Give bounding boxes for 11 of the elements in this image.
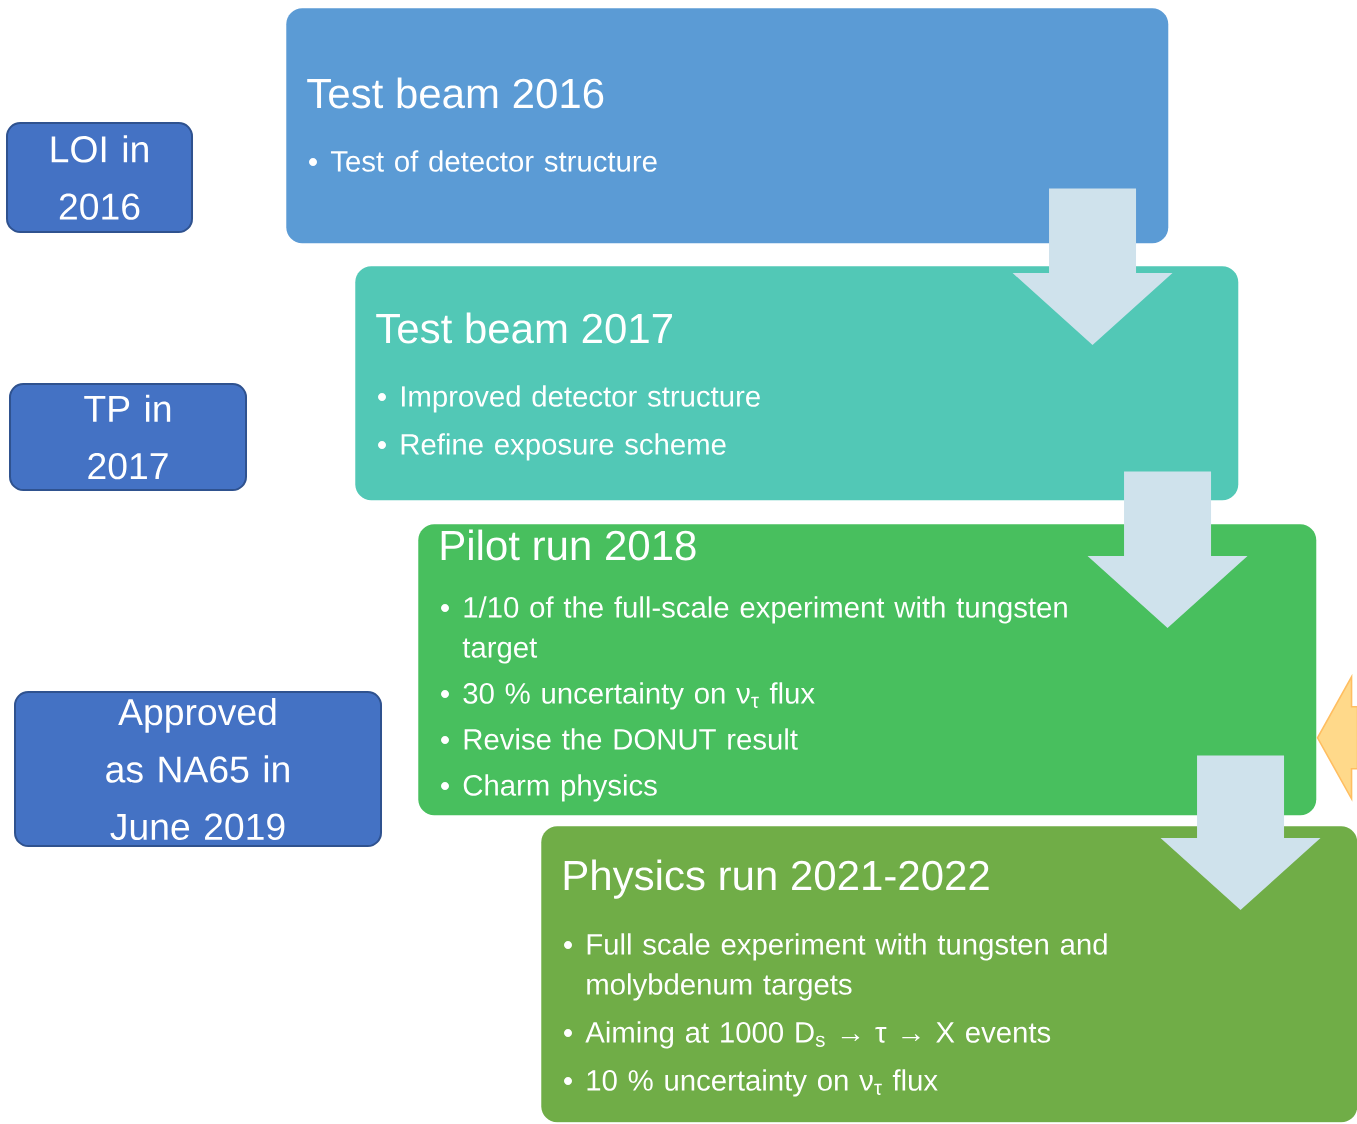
block-arrow xyxy=(1316,673,1357,802)
stage-box: Test beam 2017 Improved detector structure Refine exposure scheme xyxy=(355,266,1239,501)
block-arrow xyxy=(1160,755,1321,910)
milestone-box: Approved as NA65 in June 2019 xyxy=(14,691,382,847)
block-arrow xyxy=(1012,188,1173,345)
block-arrow xyxy=(1087,471,1248,628)
stage-box: Test beam 2016 Test of detector structure xyxy=(286,8,1169,244)
milestone-box: LOI in 2016 xyxy=(6,122,193,233)
stage-box: Physics run 2021-2022 Full scale experiment with tungsten and molybdenum targets Aiming at 1000 D$_{s}$ → τ → X events 10 % uncertainty on ν$_{τ}$ flux xyxy=(541,826,1357,1123)
stage-box: Pilot run 2018 1/10 of the full-scale experiment with tungsten target 30 % uncertainty on ν$_{τ}$ flux Revise the DONUT result Charm physics xyxy=(418,524,1317,816)
milestone-box: TP in 2017 xyxy=(9,383,247,491)
